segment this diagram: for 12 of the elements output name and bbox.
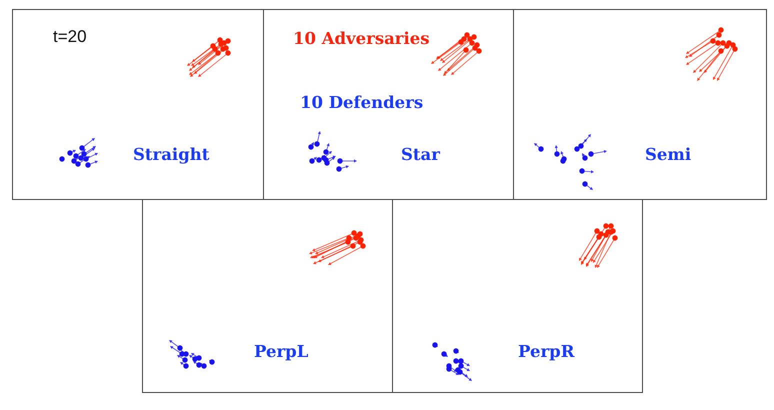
simulation-panel: [392, 199, 643, 393]
formation-label: PerpL: [254, 342, 308, 362]
formation-label: Semi: [645, 145, 692, 165]
time-label: t=20: [53, 27, 87, 48]
defender-count-label: 10 Defenders: [300, 93, 424, 113]
simulation-panel: [142, 199, 393, 393]
formation-label: Straight: [133, 145, 210, 165]
adversary-count-label: 10 Adversaries: [293, 29, 430, 49]
formation-label: PerpR: [518, 342, 574, 362]
formation-label: Star: [401, 145, 440, 165]
simulation-panel: [513, 9, 767, 200]
simulation-panel: [12, 9, 264, 200]
